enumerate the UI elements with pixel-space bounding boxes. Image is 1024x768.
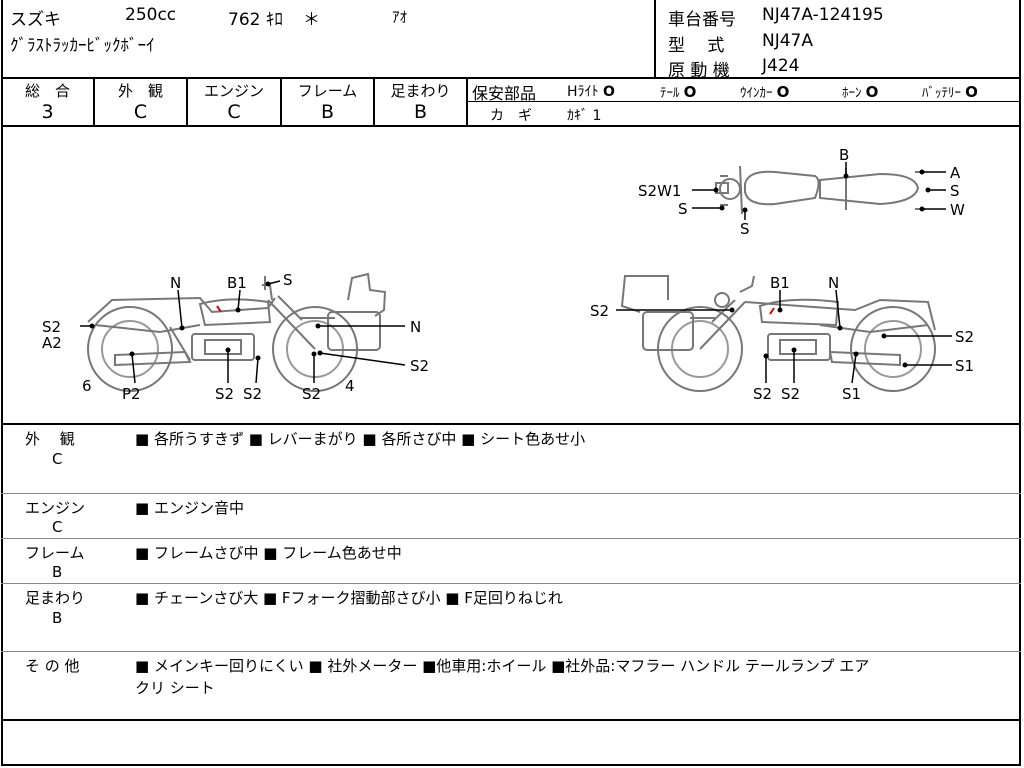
bike-right-view — [620, 275, 936, 392]
right-label-S1a: S1 — [955, 357, 974, 375]
cell-divider — [373, 77, 375, 127]
overall-label: 総 合 — [24, 82, 70, 100]
exterior-label: 外 観 — [117, 82, 163, 100]
left-label-B1: B1 — [227, 274, 247, 292]
color: ｱｵ — [392, 8, 408, 26]
top-label-A: A — [950, 164, 961, 182]
overall-grade: 3 — [41, 101, 54, 123]
rule — [1, 719, 1021, 721]
right-label-S2a: S2 — [590, 302, 609, 320]
safety-item-winker: ｳｲﾝｶｰ O — [740, 83, 790, 101]
rule — [1, 77, 1021, 79]
frame-no-label: 車台番号 — [668, 10, 736, 30]
top-label-W: W — [950, 201, 965, 219]
left-label-S2e: S2 — [410, 357, 429, 375]
note-engine-head: エンジン — [25, 499, 86, 517]
top-label-S2W1: S2W1 — [638, 182, 681, 200]
left-label-S2c: S2 — [243, 385, 262, 403]
note-engine-text: ■ エンジン音中 — [135, 499, 244, 517]
engine-label: 原 動 機 — [668, 61, 730, 81]
rule — [1, 493, 1021, 494]
note-suspension-head: 足まわり — [25, 589, 86, 607]
mileage: 762 ｷﾛ — [228, 10, 283, 30]
left-label-S2d: S2 — [302, 385, 321, 403]
safety-item-horn: ﾎｰﾝ O — [842, 83, 879, 101]
right-label-S2b: S2 — [955, 328, 974, 346]
safety-item-tail: ﾃｰﾙ O — [660, 83, 697, 101]
engine-rating-label: エンジン — [203, 82, 264, 100]
type-label: 型 式 — [668, 36, 725, 56]
top-label-S-right: S — [950, 182, 960, 200]
left-label-N2: N — [410, 318, 421, 336]
cell-divider — [93, 77, 95, 127]
right-label-N: N — [828, 274, 839, 292]
safety-item-headlight: Hﾗｲﾄ O — [567, 84, 615, 100]
left-label-N1: N — [170, 274, 181, 292]
displacement: 250cc — [125, 5, 177, 25]
left-label-S2a: S2 — [42, 318, 61, 336]
left-label-P2: P2 — [122, 385, 141, 403]
key-label: カ ギ — [490, 108, 532, 124]
note-other-text: ■ メインキー回りにくい ■ 社外メーター ■他車用:ホイール ■社外品:マフラ… — [135, 657, 870, 675]
safety-item-battery: ﾊﾞｯﾃﾘｰ O — [922, 83, 978, 101]
header-divider — [654, 0, 656, 78]
cell-divider — [280, 77, 282, 127]
rule — [1, 538, 1021, 539]
rule — [1, 583, 1021, 584]
suspension-grade: B — [413, 101, 428, 123]
note-other-text-2: クリ シート — [135, 679, 215, 697]
frame-grade: B — [320, 101, 335, 123]
left-label-S-top: S — [283, 271, 293, 289]
note-exterior-head: 外 観 — [25, 430, 75, 448]
suspension-label: 足まわり — [390, 82, 451, 100]
note-frame-text: ■ フレームさび中 ■ フレーム色あせ中 — [135, 544, 402, 562]
rule — [1, 125, 1021, 127]
note-frame-grade: B — [52, 563, 63, 581]
maker: スズキ — [10, 10, 61, 30]
right-label-S2d: S2 — [781, 385, 800, 403]
right-label-S2c: S2 — [753, 385, 772, 403]
frame-rating-label: フレーム — [297, 82, 358, 100]
top-label-S-left: S — [678, 200, 688, 218]
exterior-grade: C — [133, 101, 148, 123]
type-value: NJ47A — [762, 31, 813, 51]
safety-label: 保安部品 — [472, 84, 537, 103]
top-label-B: B — [839, 146, 849, 164]
note-suspension-grade: B — [52, 609, 63, 627]
engine-grade: C — [227, 101, 241, 123]
mileage-mark: ＊ — [303, 10, 320, 30]
note-exterior-grade: C — [52, 450, 63, 468]
left-label-4: 4 — [345, 377, 355, 395]
cell-divider — [186, 77, 188, 127]
bike-top-view — [715, 165, 925, 215]
model-name: ｸﾞﾗｽﾄﾗｯｶｰﾋﾞｯｸﾎﾞｰｲ — [10, 36, 155, 56]
right-label-S1b: S1 — [842, 385, 861, 403]
note-frame-head: フレーム — [25, 544, 85, 562]
left-label-S2b: S2 — [215, 385, 234, 403]
top-label-S-bottom: S — [740, 220, 750, 238]
key-value: ｶｷﾞ 1 — [567, 108, 602, 124]
rule — [466, 101, 1021, 102]
note-other-head: そ の 他 — [25, 657, 80, 675]
rule — [1, 651, 1021, 652]
note-exterior-text: ■ 各所うすきず ■ レバーまがり ■ 各所さび中 ■ シート色あせ小 — [135, 430, 586, 448]
left-label-6: 6 — [82, 377, 92, 395]
note-engine-grade: C — [52, 518, 63, 536]
engine-value: J424 — [762, 56, 800, 76]
note-suspension-text: ■ チェーンさび大 ■ Fフォーク摺動部さび小 ■ F足回りねじれ — [135, 589, 563, 607]
bike-left-view — [87, 272, 387, 392]
cell-divider — [466, 77, 468, 127]
frame-no: NJ47A-124195 — [762, 5, 884, 25]
right-label-B1: B1 — [770, 274, 790, 292]
left-label-A2: A2 — [42, 334, 62, 352]
rule — [1, 423, 1021, 425]
